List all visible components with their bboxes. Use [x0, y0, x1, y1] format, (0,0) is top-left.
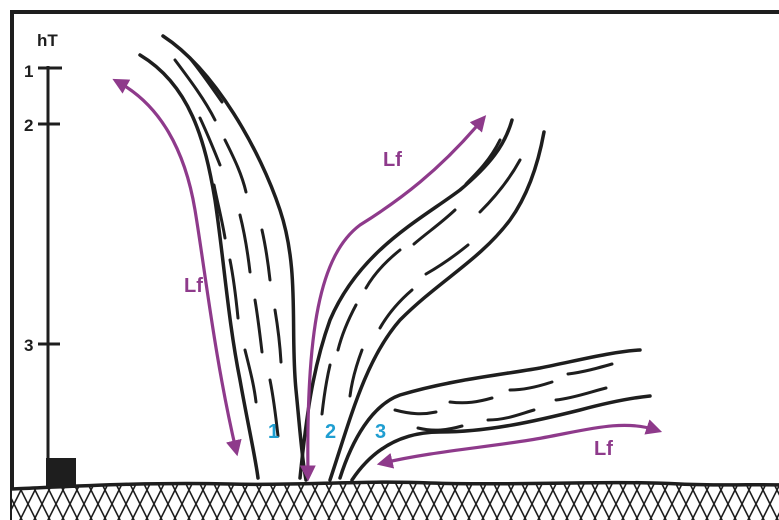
ground [12, 482, 779, 520]
lf-label-left: Lf [184, 275, 203, 297]
scale-base-block [46, 458, 76, 488]
growth-arrow-3 [383, 425, 656, 463]
lf-label-top: Lf [383, 149, 402, 171]
height-scale: hT 1 2 3 [24, 31, 76, 488]
growth-arrow-1 [118, 82, 236, 450]
scale-tick-label-2: 2 [24, 116, 33, 135]
stem-label-3: 3 [375, 421, 386, 443]
scale-title: hT [37, 31, 58, 50]
scale-tick-label-1: 1 [24, 62, 33, 81]
stem-label-2: 2 [325, 421, 336, 443]
scale-tick-label-3: 3 [24, 336, 33, 355]
stem-3 [340, 350, 650, 480]
stem-label-1: 1 [268, 421, 279, 443]
stem-1 [140, 36, 306, 480]
lf-label-right: Lf [594, 438, 613, 460]
